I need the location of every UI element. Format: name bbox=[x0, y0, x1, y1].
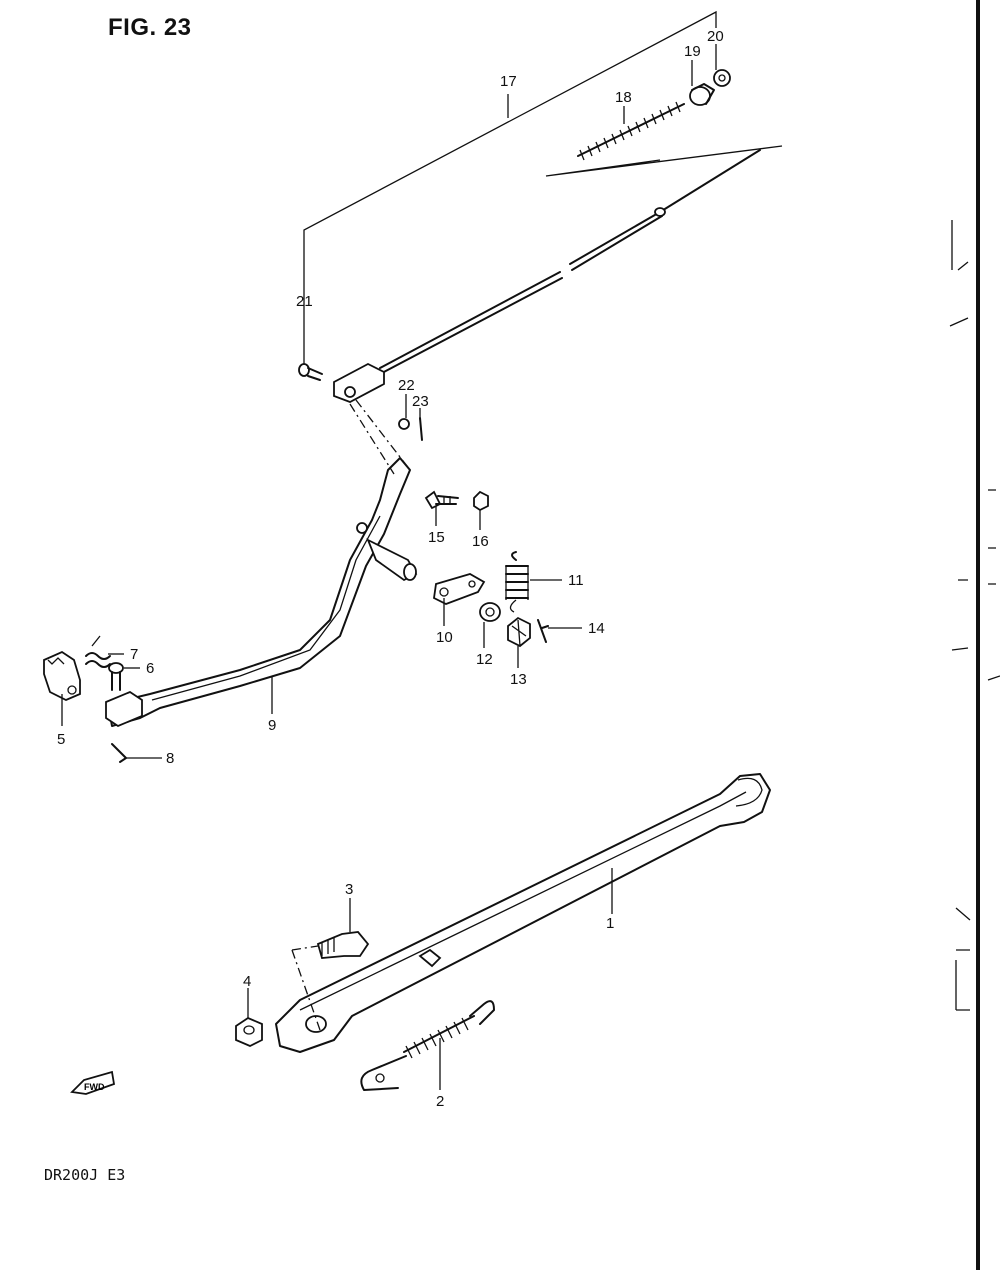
shaft-parts bbox=[424, 490, 549, 648]
tip-5 bbox=[43, 650, 81, 701]
callouts: 1 2 3 4 5 6 7 8 9 10 11 12 13 14 15 16 1 bbox=[57, 28, 724, 1110]
callout-22: 22 bbox=[398, 377, 415, 394]
callout-20: 20 bbox=[707, 28, 724, 45]
callout-12: 12 bbox=[476, 651, 493, 668]
callout-6: 6 bbox=[146, 660, 154, 677]
pin-6 bbox=[108, 662, 124, 691]
brake-pedal-9 bbox=[105, 457, 418, 728]
spring-18 bbox=[577, 101, 685, 161]
callout-16: 16 bbox=[472, 533, 489, 550]
explode-guide-rod bbox=[349, 399, 411, 475]
scan-margin-artifacts bbox=[949, 220, 1000, 1011]
side-stand-assembly bbox=[235, 773, 771, 1091]
callout-9: 9 bbox=[268, 717, 276, 734]
bolt-3 bbox=[316, 931, 370, 959]
scan-edge-border bbox=[976, 0, 980, 1270]
callout-2: 2 bbox=[436, 1093, 444, 1110]
bolt-15 bbox=[424, 490, 459, 510]
explode-guide-18 bbox=[545, 145, 783, 177]
callout-1: 1 bbox=[606, 915, 614, 932]
spring-2 bbox=[360, 1000, 495, 1091]
callout-5: 5 bbox=[57, 731, 65, 748]
callout-11: 11 bbox=[568, 572, 584, 589]
nut-20 bbox=[713, 69, 731, 87]
pedal-tip-parts bbox=[43, 635, 127, 763]
spring-7 bbox=[85, 635, 111, 668]
callout-19: 19 bbox=[684, 43, 701, 60]
side-stand-1 bbox=[275, 773, 771, 1053]
callout-18: 18 bbox=[615, 89, 632, 106]
washer-12 bbox=[479, 602, 501, 622]
fwd-arrow-icon: FWD bbox=[70, 1070, 116, 1095]
figure-title: FIG. 23 bbox=[108, 14, 192, 41]
fwd-label: FWD bbox=[84, 1082, 105, 1092]
callout-7: 7 bbox=[130, 646, 138, 663]
callout-bracket-17 bbox=[303, 10, 717, 372]
callout-8: 8 bbox=[166, 750, 174, 767]
callout-21: 21 bbox=[296, 293, 313, 310]
callout-3: 3 bbox=[345, 881, 353, 898]
cotter-8 bbox=[111, 743, 127, 763]
cotter-14 bbox=[537, 619, 549, 643]
nut-16 bbox=[473, 490, 489, 512]
collar-19 bbox=[689, 83, 715, 106]
callout-13: 13 bbox=[510, 671, 527, 688]
callout-17: 17 bbox=[500, 73, 517, 90]
brake-rod bbox=[379, 149, 761, 375]
callout-15: 15 bbox=[428, 529, 445, 546]
spring-11 bbox=[505, 551, 529, 613]
brake-rod-assembly bbox=[298, 10, 783, 475]
lever-10 bbox=[433, 573, 486, 605]
explode-guide-3 bbox=[291, 945, 321, 1031]
bolt-21 bbox=[298, 363, 323, 381]
model-code: DR200J E3 bbox=[44, 1166, 126, 1184]
cotter-pin-23 bbox=[419, 417, 423, 441]
nut-4 bbox=[235, 1016, 263, 1047]
nut-13 bbox=[507, 616, 531, 648]
callout-4: 4 bbox=[243, 973, 251, 990]
callout-10: 10 bbox=[436, 629, 453, 646]
callout-23: 23 bbox=[412, 393, 429, 410]
rod-joint bbox=[333, 362, 385, 403]
callout-14: 14 bbox=[588, 620, 605, 637]
washer-22 bbox=[398, 418, 410, 430]
